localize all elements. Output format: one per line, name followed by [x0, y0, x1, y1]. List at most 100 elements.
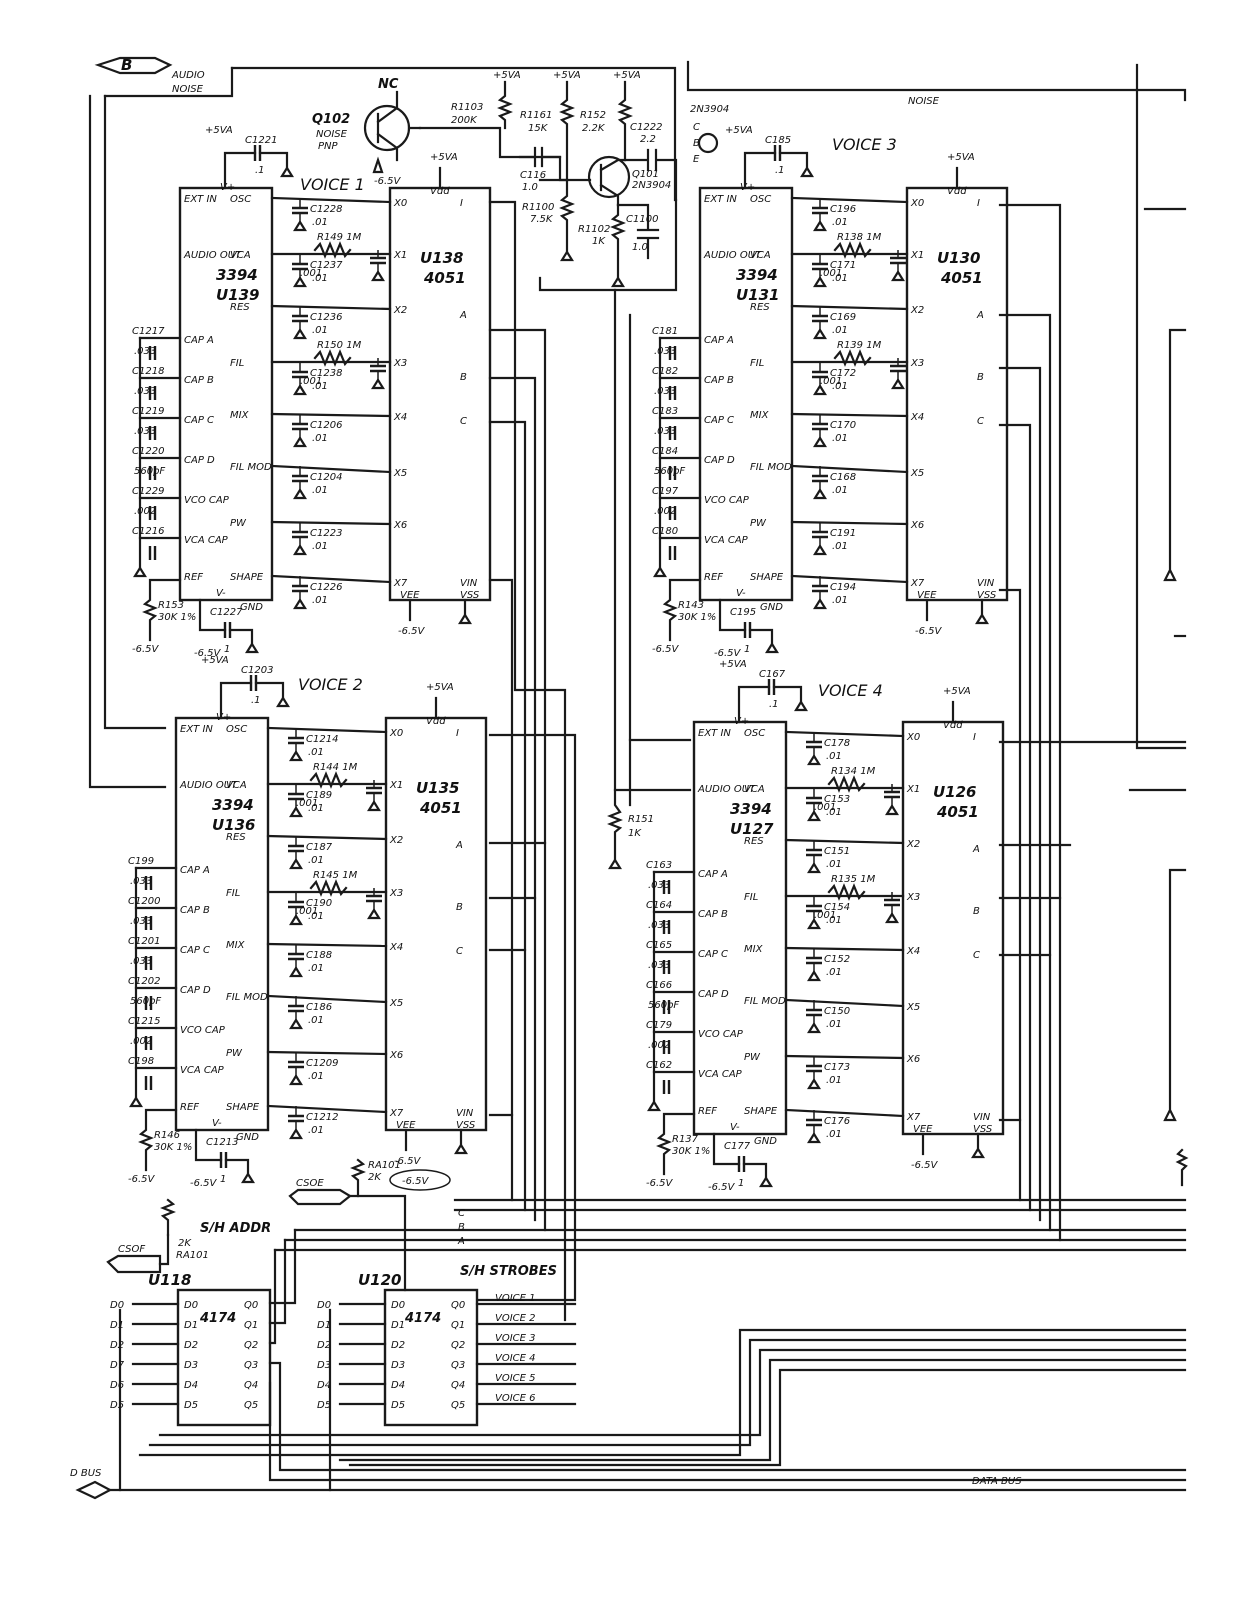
vco-pin-left: CAP A: [698, 869, 728, 880]
noise-circuit: NC Q102 NOISE PNP -6.5V R1103 200K +5VA …: [312, 70, 729, 292]
vco-pin-left: CAP D: [704, 455, 735, 466]
vco-pin-right: FIL MOD: [230, 462, 272, 473]
bus-input-label: D5: [110, 1400, 124, 1411]
cap-value: .01: [312, 381, 328, 392]
neg-supply-label: -6.5V: [652, 644, 680, 655]
decoupling-cap-label: C185: [765, 135, 791, 146]
vco-pin-left: VCO CAP: [698, 1029, 744, 1040]
bank-cap-value: .033: [654, 386, 676, 397]
vco-pin-left: REF: [698, 1106, 717, 1117]
q102-label: Q102: [312, 112, 350, 127]
cap-label: C1206: [310, 420, 342, 431]
mux-pin-left: X6: [906, 1054, 920, 1065]
cap-value: .001: [296, 906, 318, 917]
u118-chip: [176, 1288, 272, 1427]
cap-label: C191: [830, 528, 856, 539]
voice-title: VOICE 1: [300, 175, 365, 194]
mux-pin-right: B: [456, 902, 463, 913]
bank-cap-value: .033: [654, 426, 676, 437]
mux-pin-left: X4: [389, 942, 403, 953]
mux-pin-bottom: VSS: [973, 1124, 993, 1135]
bank-cap-label: C199: [128, 856, 154, 867]
cap-label: C187: [306, 842, 333, 853]
vco-pin-left: VCO CAP: [704, 495, 750, 506]
mux-chip: [384, 716, 488, 1132]
cap-label: C1204: [310, 472, 342, 483]
vco-pin-bottom: GND: [236, 1132, 259, 1143]
bank-cap-label: C1200: [128, 896, 160, 907]
cap-value: .01: [826, 807, 842, 818]
mux-pin-left: X7: [393, 578, 408, 589]
bank-cap-value: .033: [648, 880, 670, 891]
bank-cap-value: .033: [130, 876, 152, 887]
mux-pin-right: B: [977, 372, 984, 383]
vco-pin-right: MIX: [750, 410, 770, 421]
decoupling-cap-label: C167: [759, 669, 786, 680]
mux-neg-supply: -6.5V: [915, 626, 943, 637]
bank-cap-label: C1201: [128, 936, 160, 947]
latch-input-pin: D2: [391, 1340, 405, 1351]
mux-pin-right: VIN: [460, 578, 478, 589]
latch-input-pin: D1: [391, 1320, 405, 1331]
u120-part: 4174: [404, 1311, 441, 1326]
vco-pin-right: OSC: [226, 724, 247, 735]
latch-output-pin: Q4: [451, 1380, 465, 1391]
mux-pin-left: X7: [906, 1112, 921, 1123]
vco-pin-left: CAP B: [704, 375, 734, 386]
ref-resistor-value: 30K 1%: [158, 612, 196, 623]
bank-cap-label: C1219: [132, 406, 164, 417]
bus-input-label: D2: [317, 1340, 331, 1351]
q101-transistor-icon: [587, 155, 631, 199]
mux-supply: +5VA: [430, 152, 458, 163]
bank-cap-label: C184: [652, 446, 678, 457]
mux-vdd: Vdd: [947, 186, 967, 197]
r151-value: 1K: [628, 828, 642, 839]
cap-label: C1214: [306, 734, 338, 745]
vco-pin-right: PW: [744, 1052, 761, 1063]
vco-chip-ref: U131: [736, 286, 780, 304]
strobe-output-label: VOICE 1: [495, 1293, 536, 1304]
decoupling-cap-value: .1: [769, 699, 779, 710]
resistor-label: R150 1M: [317, 340, 362, 351]
d-bus-label: D BUS: [70, 1468, 102, 1479]
mux-pin-bottom: VSS: [456, 1120, 476, 1131]
vco-pin-left: VCA CAP: [704, 535, 749, 546]
vco-pin-right: PW: [230, 518, 247, 529]
cap-value: .01: [826, 859, 842, 870]
cap-value: .01: [308, 855, 324, 866]
mux-pin-left: X4: [393, 412, 407, 423]
cap-label: C1209: [306, 1058, 338, 1069]
latch-output-pin: Q1: [244, 1320, 258, 1331]
q101-label: Q101: [632, 169, 659, 180]
vco-pin-left: CAP A: [180, 865, 210, 876]
cap-value: .01: [312, 273, 328, 284]
latch-input-pin: D0: [184, 1300, 198, 1311]
data-bus: D BUS DATA BUS: [70, 1308, 1187, 1500]
strobe-output-label: VOICE 5: [495, 1373, 536, 1384]
mux-pin-right: C: [460, 416, 467, 427]
cap-value: .01: [832, 273, 848, 284]
mux-pin-left: X3: [906, 892, 920, 903]
mux-chip-part: 4051: [423, 269, 466, 287]
vco-pin-right: RES: [230, 302, 250, 313]
vco-pin-right: FIL: [226, 888, 240, 899]
latch-output-pin: Q2: [451, 1340, 465, 1351]
resistor-label: R149 1M: [317, 232, 362, 243]
mux-pin-right: A: [459, 310, 467, 321]
vco-pin-right: VCA: [230, 250, 251, 261]
mux-chip-ref: U138: [420, 249, 464, 267]
mux-pin-left: X1: [910, 250, 924, 261]
mux-pin-left: X0: [393, 198, 407, 209]
vco-pin-right: MIX: [744, 944, 764, 955]
supply-label-3: +5VA: [613, 70, 641, 81]
latch-output-pin: Q3: [451, 1360, 465, 1371]
r151-label: R151: [628, 814, 654, 825]
bus-input-label: D6: [110, 1380, 124, 1391]
bank-cap-label: C198: [128, 1056, 154, 1067]
mux-pin-right: A: [972, 844, 980, 855]
cap-value: .001: [820, 268, 842, 279]
right-edge-partial: [1163, 328, 1189, 1187]
